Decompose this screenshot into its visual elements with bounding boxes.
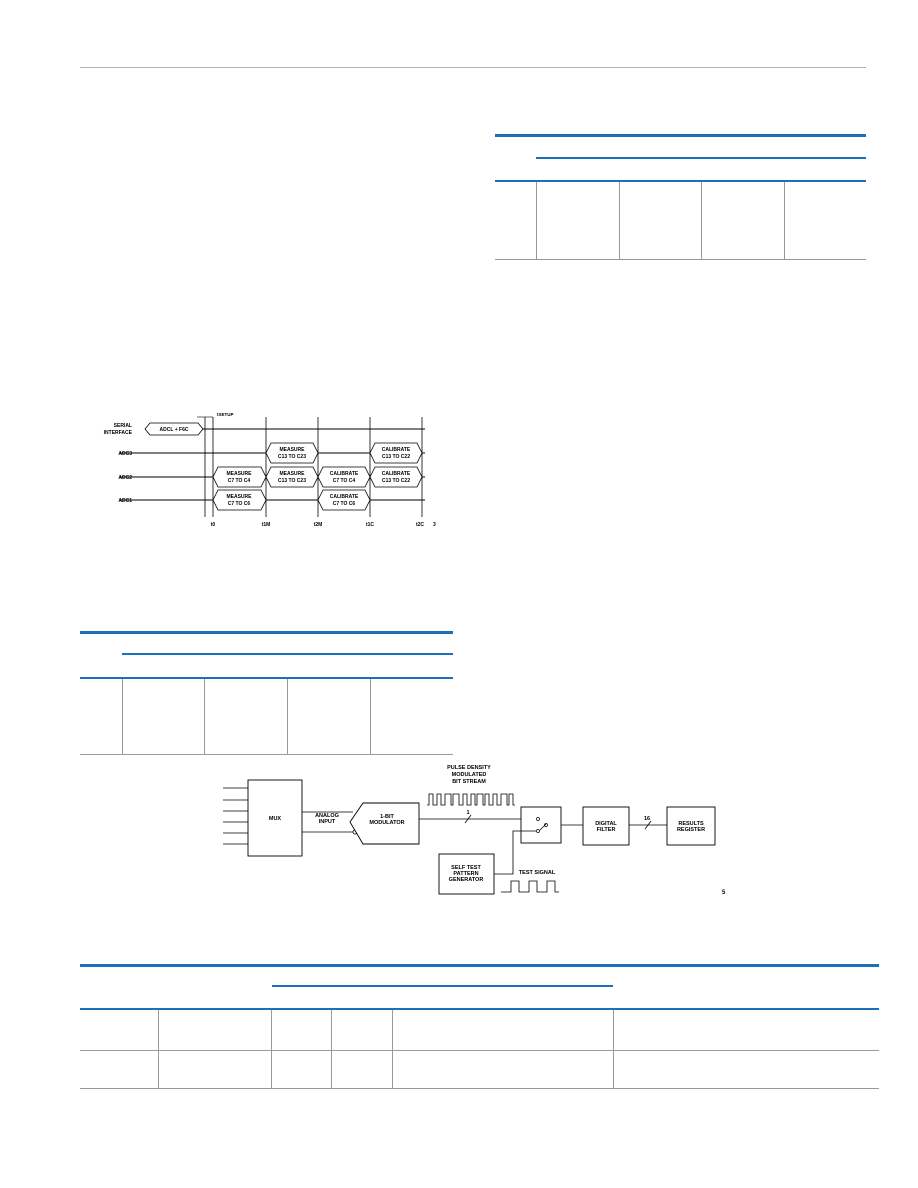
adc2-box4-line2: C13 TO C22 xyxy=(382,478,410,484)
row-label-adc1: ADC1 xyxy=(118,498,132,504)
adc2-calibrate-box-1 xyxy=(317,466,371,488)
table-top-rule xyxy=(495,134,866,137)
t-setup-label: tSETUP xyxy=(217,412,234,417)
adc1-calibrate-box xyxy=(317,489,371,511)
mux-label: MUX xyxy=(269,816,282,822)
table-bottom-rule xyxy=(495,259,866,260)
time-label-t1m: t1M xyxy=(262,522,271,528)
table-header-rule xyxy=(80,1008,879,1010)
pulse-density-waveform xyxy=(427,793,515,806)
adc1-calibrate-line1: CALIBRATE xyxy=(330,494,359,500)
pulse-label-line1: PULSE DENSITY xyxy=(447,765,491,771)
table-column-divider xyxy=(784,182,785,259)
self-test-line2: PATTERN xyxy=(453,871,478,877)
self-test-line1: SELF TEST xyxy=(451,865,481,871)
time-label-t2m: t2M xyxy=(314,522,323,528)
table-top-rule xyxy=(80,964,879,967)
adc2-measure-box-2 xyxy=(265,466,319,488)
results-register-block xyxy=(666,806,716,846)
test-signal-waveform xyxy=(501,880,559,893)
table-header-rule xyxy=(80,677,453,679)
adc3-calibrate-box xyxy=(369,442,423,464)
table-column-divider xyxy=(158,1010,159,1088)
test-signal-label: TEST SIGNAL xyxy=(519,870,556,876)
bit-width-label: 1 xyxy=(466,810,469,816)
adc1-measure-line1: MEASURE xyxy=(226,494,252,500)
adc1-calibrate-line2: C7 TO C6 xyxy=(333,501,356,507)
mux-block xyxy=(247,779,303,857)
row-label-interface: INTERFACE xyxy=(104,430,133,436)
adc1-measure-box xyxy=(212,489,267,511)
table-top-rule xyxy=(80,631,453,634)
pulse-label-line3: BIT STREAM xyxy=(452,779,486,785)
table-header-rule xyxy=(495,180,866,182)
block-footnote-mark: 5 xyxy=(722,890,726,896)
table-subtitle-rule xyxy=(536,157,866,159)
switch-block xyxy=(520,806,562,844)
analog-input-line2: INPUT xyxy=(319,819,336,825)
adc2-box2-line2: C13 TO C23 xyxy=(278,478,306,484)
table-column-divider xyxy=(370,679,371,754)
table-column-divider xyxy=(701,182,702,259)
page-header-rule xyxy=(80,67,866,68)
adc3-measure-line2: C13 TO C23 xyxy=(278,454,306,460)
modulator-line2: MODULATOR xyxy=(369,820,404,826)
time-label-t2c: t2C xyxy=(416,522,424,528)
table-subtitle-rule xyxy=(272,985,613,987)
time-label-t0: t0 xyxy=(211,522,216,528)
modulator-block xyxy=(349,802,420,845)
adc2-box4-line1: CALIBRATE xyxy=(382,471,411,477)
table-bottom-rule xyxy=(80,1088,879,1089)
table-column-divider xyxy=(613,1010,614,1088)
adc1-measure-line2: C7 TO C6 xyxy=(228,501,251,507)
figure-footnote-mark: 3 xyxy=(433,522,436,528)
serial-command-box xyxy=(144,422,204,436)
digital-filter-block xyxy=(582,806,630,846)
table-column-divider xyxy=(331,1010,332,1088)
block-diagram: MUX ANALOG INPUT 1-BIT MODULATOR 1 PULSE… xyxy=(223,765,726,896)
table-subtitle-rule xyxy=(122,653,453,655)
table-bottom-rule xyxy=(80,754,453,755)
digital-filter-line1: DIGITAL xyxy=(595,821,617,827)
modulator-line1: 1-BIT xyxy=(380,814,394,820)
analog-input-line1: ANALOG xyxy=(315,813,339,819)
table-column-divider xyxy=(271,1010,272,1088)
row-label-adc2: ADC2 xyxy=(118,475,132,481)
table-column-divider xyxy=(204,679,205,754)
table-column-divider xyxy=(619,182,620,259)
results-register-line1: RESULTS xyxy=(678,821,704,827)
adc2-box3-line1: CALIBRATE xyxy=(330,471,359,477)
adc3-calibrate-line2: C13 TO C22 xyxy=(382,454,410,460)
serial-command-label: ADCL + F6C xyxy=(160,427,189,433)
time-label-t1c: t1C xyxy=(366,522,374,528)
timing-diagram: tSETUP SERIAL INTERFACE ADC3 ADC2 ADC1 A… xyxy=(104,412,436,528)
table-column-divider xyxy=(287,679,288,754)
adc2-box3-line2: C7 TO C4 xyxy=(333,478,356,484)
adc2-calibrate-box-2 xyxy=(369,466,423,488)
self-test-line3: GENERATOR xyxy=(449,877,484,883)
digital-filter-line2: FILTER xyxy=(597,827,616,833)
table-column-divider xyxy=(392,1010,393,1088)
table-row-rule xyxy=(80,1050,879,1051)
adc2-box1-line1: MEASURE xyxy=(226,471,252,477)
row-label-adc3: ADC3 xyxy=(118,451,132,457)
self-test-generator-block xyxy=(438,853,495,895)
table-column-divider xyxy=(122,679,123,754)
adc3-measure-line1: MEASURE xyxy=(279,447,305,453)
adc3-measure-box xyxy=(265,442,319,464)
table-column-divider xyxy=(536,182,537,259)
row-label-serial: SERIAL xyxy=(114,423,132,429)
results-register-line2: REGISTER xyxy=(677,827,705,833)
adc2-box1-line2: C7 TO C4 xyxy=(228,478,251,484)
pulse-label-line2: MODULATED xyxy=(452,772,487,778)
adc3-calibrate-line1: CALIBRATE xyxy=(382,447,411,453)
adc2-measure-box-1 xyxy=(212,466,267,488)
adc2-box2-line1: MEASURE xyxy=(279,471,305,477)
bus-width-label: 16 xyxy=(644,816,650,822)
